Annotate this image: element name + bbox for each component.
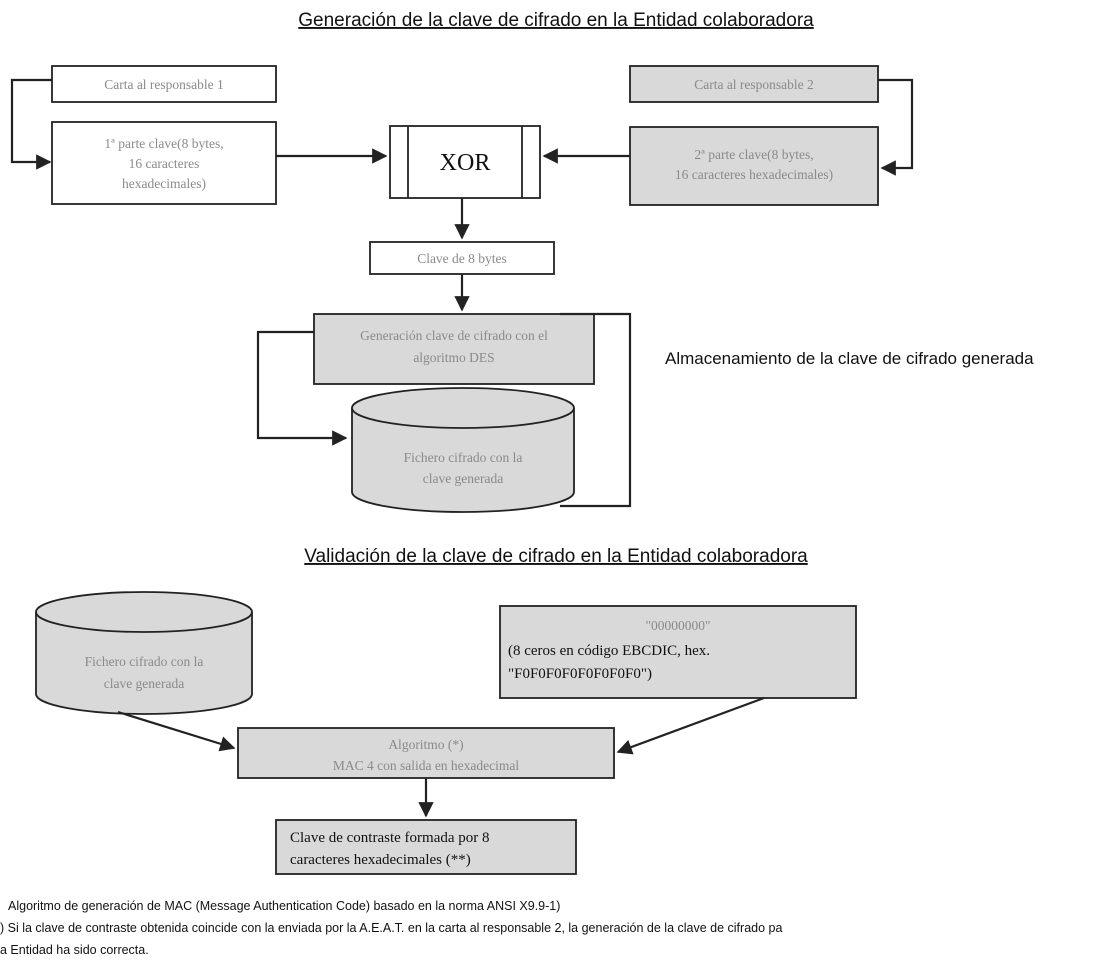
generation-connectors xyxy=(10,78,914,446)
clave-8-label: Clave de 8 bytes xyxy=(417,251,507,266)
mac-algoritmo-box: Algoritmo (*) MAC 4 con salida en hexade… xyxy=(237,727,615,779)
clave-8-bytes-box: Clave de 8 bytes xyxy=(369,241,555,275)
validation-connectors xyxy=(117,696,765,818)
footnote-3: a Entidad ha sido correcta. xyxy=(0,943,149,957)
carta-responsable-1-box: Carta al responsable 1 xyxy=(51,65,277,103)
carta-1-label: Carta al responsable 1 xyxy=(104,77,224,92)
fichero-gen-line-1: Fichero cifrado con la xyxy=(404,450,523,465)
carta-2-label: Carta al responsable 2 xyxy=(694,77,814,92)
xor-label: XOR xyxy=(440,150,491,176)
storage-label: Almacenamiento de la clave de cifrado ge… xyxy=(665,349,1034,368)
generation-title: Generación de la clave de cifrado en la … xyxy=(298,10,814,31)
fichero-gen-line-2: clave generada xyxy=(423,471,504,486)
part1-line-2: 16 caracteres xyxy=(129,156,200,171)
footnote-2: ) Si la clave de contraste obtenida coin… xyxy=(0,921,782,935)
des-box: Generación clave de cifrado con el algor… xyxy=(313,313,595,385)
contraste-line-1: Clave de contraste formada por 8 xyxy=(290,830,490,846)
parte-2-clave-box: 2ª parte clave(8 bytes, 16 caracteres he… xyxy=(629,126,879,206)
validation-title: Validación de la clave de cifrado en la … xyxy=(304,546,808,567)
part2-line-2: 16 caracteres hexadecimales) xyxy=(675,167,833,182)
part1-line-3: hexadecimales) xyxy=(122,176,206,191)
part2-line-1: 2ª parte clave(8 bytes, xyxy=(694,147,813,162)
ceros-ebcdic-box: "00000000" (8 ceros en código EBCDIC, he… xyxy=(499,605,857,699)
mac-line-2: MAC 4 con salida en hexadecimal xyxy=(333,758,520,773)
part1-line-1: 1ª parte clave(8 bytes, xyxy=(104,136,223,151)
zeros-line-2: (8 ceros en código EBCDIC, hex. xyxy=(508,643,710,659)
fichero-cifrado-cylinder-bottom: Fichero cifrado con la clave generada xyxy=(35,591,253,715)
zeros-line-1: "00000000" xyxy=(645,618,710,633)
des-line-1: Generación clave de cifrado con el xyxy=(360,328,548,343)
fichero-val-line-1: Fichero cifrado con la xyxy=(85,654,204,669)
footnote-1: Algoritmo de generación de MAC (Message … xyxy=(8,899,560,913)
parte-1-clave-box: 1ª parte clave(8 bytes, 16 caracteres he… xyxy=(51,121,277,205)
xor-box: XOR xyxy=(389,125,541,199)
mac-line-1: Algoritmo (*) xyxy=(388,737,463,752)
fichero-val-line-2: clave generada xyxy=(104,676,185,691)
clave-contraste-box: Clave de contraste formada por 8 caracte… xyxy=(275,819,577,875)
des-line-2: algoritmo DES xyxy=(413,350,494,365)
storage-bracket xyxy=(560,312,632,508)
zeros-line-3: "F0F0F0F0F0F0F0F0") xyxy=(508,666,652,682)
carta-responsable-2-box: Carta al responsable 2 xyxy=(629,65,879,103)
contraste-line-2: caracteres hexadecimales (**) xyxy=(290,852,471,868)
fichero-cifrado-cylinder-top: Fichero cifrado con la clave generada xyxy=(351,387,575,513)
